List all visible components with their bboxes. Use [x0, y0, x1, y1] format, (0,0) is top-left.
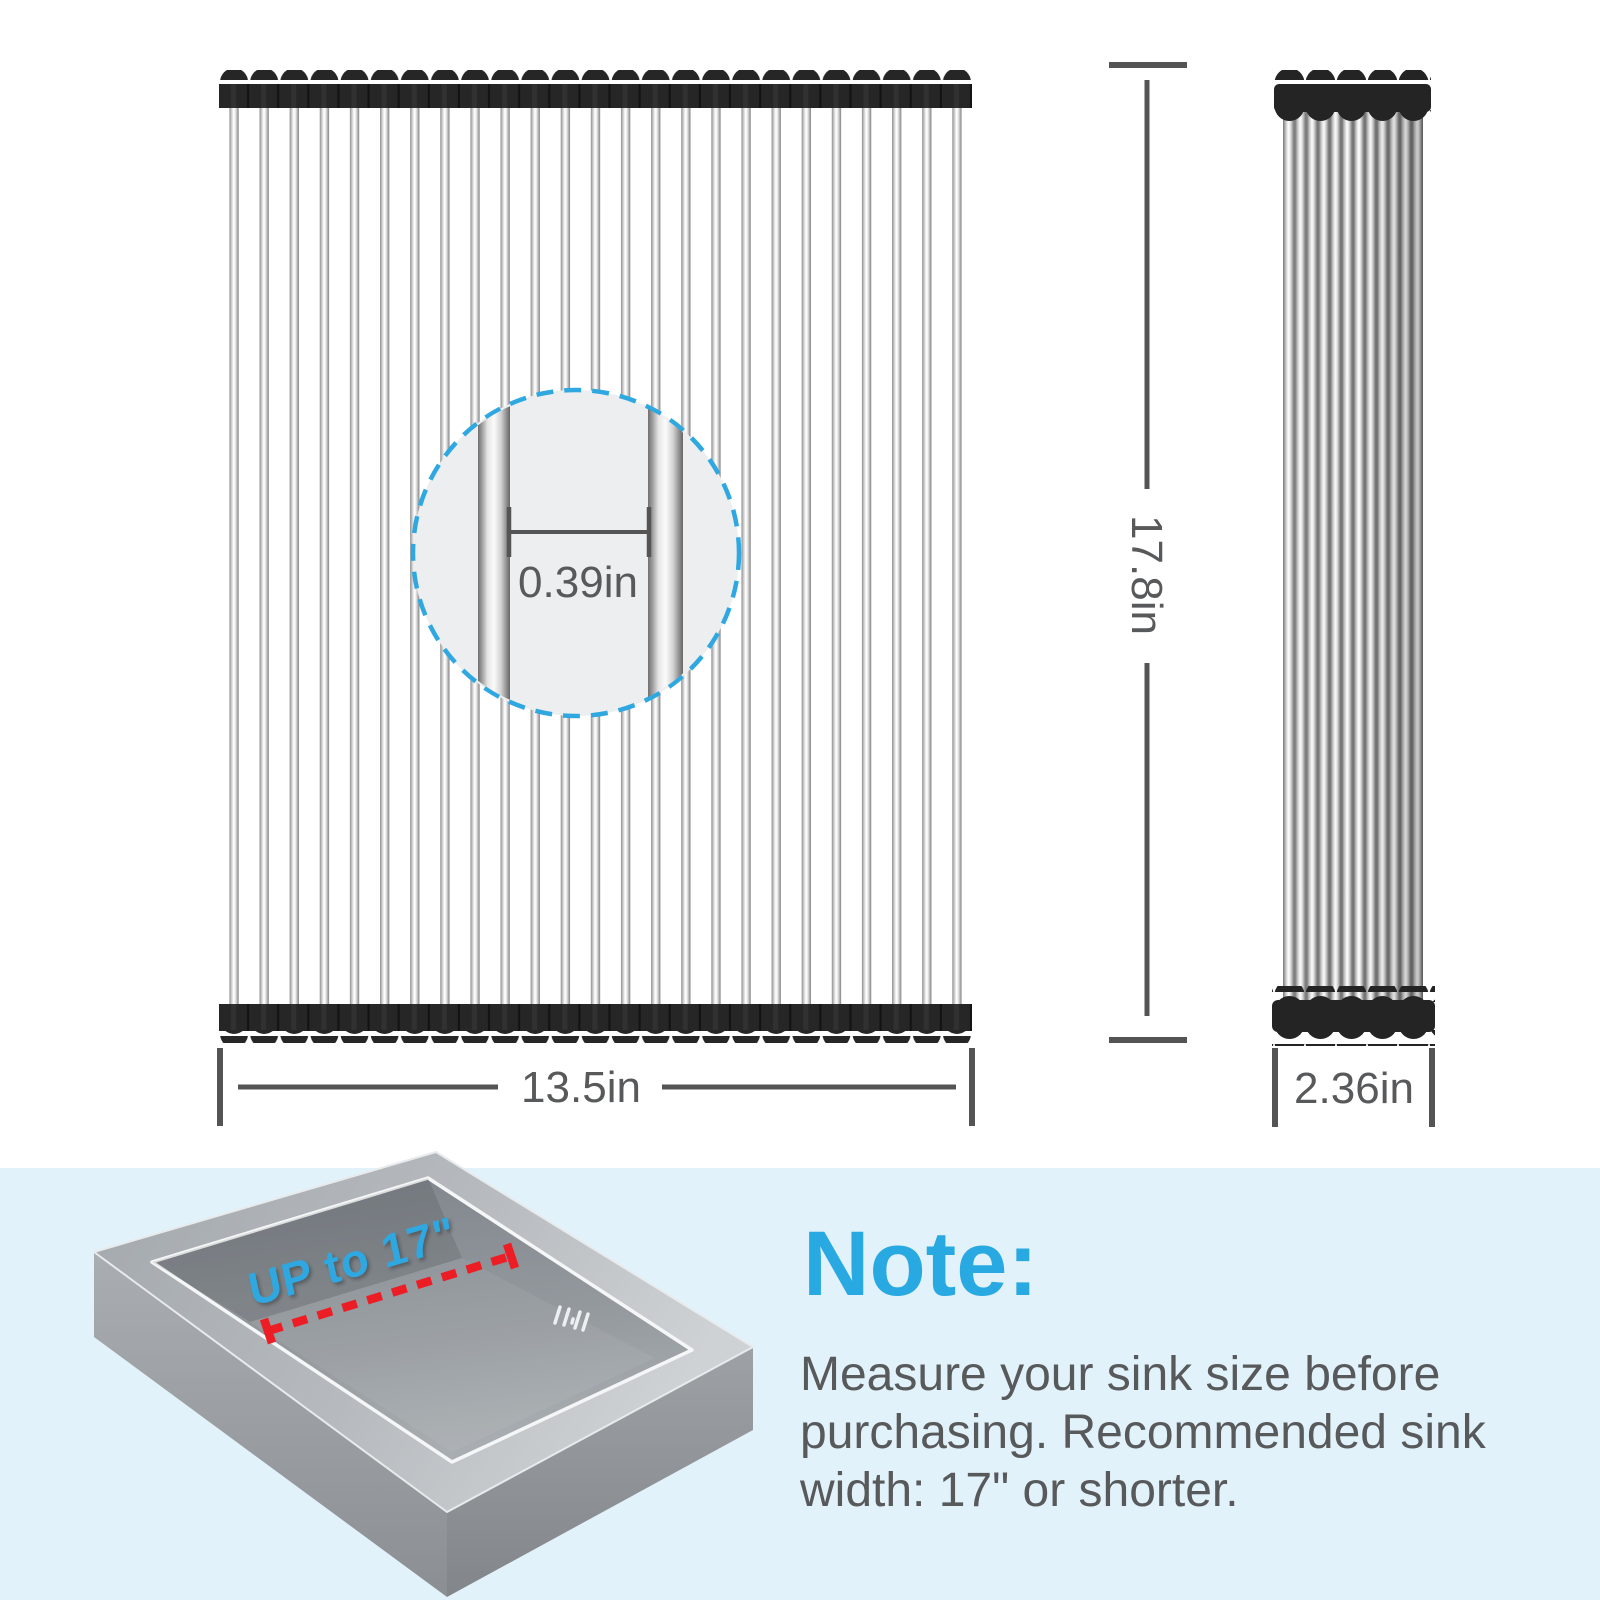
- depth-dimension-lines: [1272, 1048, 1435, 1127]
- rod-gap-dimension-label: 0.39in: [518, 558, 638, 607]
- note-text-line-1: Measure your sink size before: [800, 1348, 1441, 1401]
- rod-gap-dimension-lines: [506, 507, 652, 557]
- height-dimension-lines: [1109, 62, 1187, 1043]
- magnified-rod-right: [648, 392, 683, 714]
- width-dimension-lines: [217, 1048, 975, 1126]
- side-rack-top-cap: [1274, 84, 1431, 112]
- dashed-zoom-circle: [410, 387, 742, 719]
- sink-right-face: [447, 1347, 753, 1597]
- height-dimension-label: 17.8in: [1122, 515, 1171, 635]
- front-rack-bottom-cap-bumps: [219, 1030, 972, 1043]
- note-text-line-2: purchasing. Recommended sink: [800, 1406, 1486, 1459]
- width-dimension-label: 13.5in: [521, 1063, 641, 1112]
- side-rack-bottom-cap: [1272, 1000, 1435, 1032]
- note-title: Note:: [803, 1213, 1039, 1315]
- sink-illustration: [93, 1151, 754, 1597]
- front-rack-top-cap-bumps: [219, 70, 972, 86]
- drain-icon: [553, 1305, 590, 1332]
- sink-left-face: [94, 1252, 447, 1597]
- side-view-rack: [1272, 70, 1435, 1046]
- note-text-line-3: width: 17" or shorter.: [800, 1464, 1239, 1517]
- depth-dimension-label: 2.36in: [1294, 1064, 1414, 1113]
- note-text: Measure your sink size before purchasing…: [800, 1346, 1486, 1520]
- magnified-rod-left: [478, 392, 510, 714]
- sink-width-measure-line: [259, 1242, 520, 1345]
- side-rack-top-cap-bumps: [1274, 70, 1431, 86]
- sink-basin: [150, 1176, 694, 1464]
- side-rack-bottom-cap-bumps: [1272, 1030, 1435, 1046]
- zoom-detail-circle: [410, 387, 742, 719]
